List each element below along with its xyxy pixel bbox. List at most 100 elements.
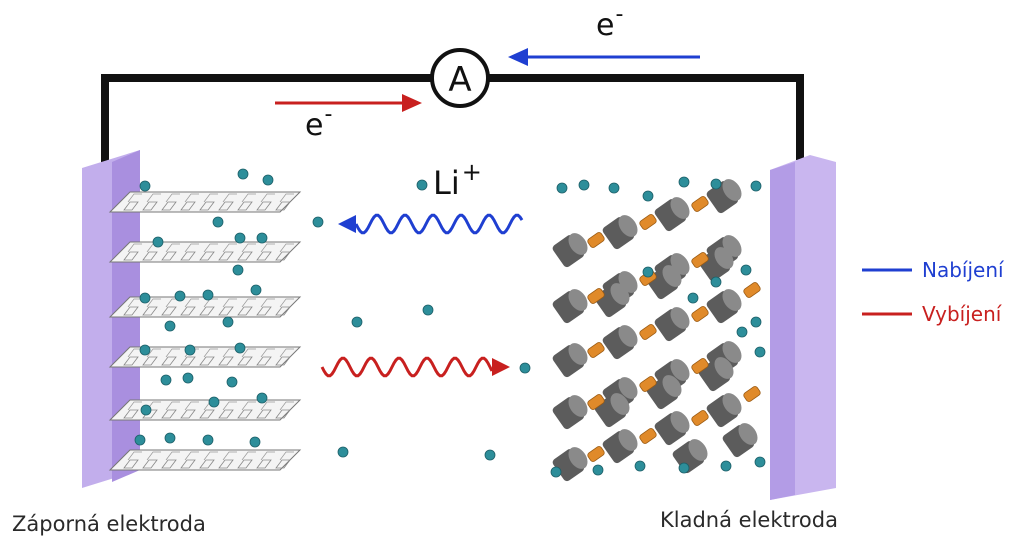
lithium-ion [484, 449, 496, 461]
lithium-ion [750, 180, 762, 192]
graphite-layer [108, 191, 302, 213]
lithium-ion [416, 179, 428, 191]
lithium-ion [139, 344, 151, 356]
lithium-ion-label: Li+ [433, 158, 482, 202]
electron-label-bottom: e- [305, 102, 332, 143]
cathode-bond [587, 288, 605, 304]
lithium-ion [519, 362, 531, 374]
cathode-bond [691, 410, 709, 426]
graphite-layers [108, 191, 302, 471]
discharge-wave-arrow [320, 356, 510, 378]
lithium-ion [678, 176, 690, 188]
lithium-ion [232, 264, 244, 276]
cathode-bond [639, 214, 657, 230]
lithium-ion [720, 460, 732, 472]
lithium-ion [422, 304, 434, 316]
legend-label-charge: Nabíjení [922, 258, 1004, 282]
cathode-bond [691, 358, 709, 374]
graphite-layer [108, 296, 302, 318]
cathode-bond [639, 428, 657, 444]
lithium-ion [710, 178, 722, 190]
lithium-ion [134, 434, 146, 446]
lithium-ion [642, 190, 654, 202]
cathode-bond [587, 394, 605, 410]
cathode-cylinder [672, 439, 708, 474]
ammeter-symbol: A [448, 60, 471, 100]
lithium-ion [608, 182, 620, 194]
cathode-cylinder [552, 289, 588, 324]
cathode-cylinder [722, 423, 758, 458]
lithium-ion [234, 232, 246, 244]
cathode-cylinder [654, 411, 690, 446]
lithium-ion [152, 236, 164, 248]
charge-wave-arrow [338, 213, 524, 235]
negative-electrode-label: Záporná elektroda [12, 512, 206, 536]
lithium-ion [164, 432, 176, 444]
lithium-ion [256, 392, 268, 404]
lithium-ions [134, 168, 766, 478]
lithium-ion [222, 316, 234, 328]
lithium-ion [226, 376, 238, 388]
graphite-layer [108, 346, 302, 368]
circuit-wire [101, 74, 432, 170]
lithium-ion [174, 290, 186, 302]
cathode-bond [743, 386, 761, 402]
lithium-ion [678, 462, 690, 474]
lithium-ion [250, 284, 262, 296]
cathode-bond [639, 376, 657, 392]
electron-label-top: e- [596, 2, 623, 43]
lithium-ion [262, 174, 274, 186]
lithium-ion [202, 289, 214, 301]
lithium-ion [184, 344, 196, 356]
lithium-ion [160, 374, 172, 386]
lithium-ion [237, 168, 249, 180]
positive-electrode-label: Kladná elektroda [660, 508, 838, 532]
cathode-cylinder [552, 395, 588, 430]
lithium-ion [164, 320, 176, 332]
lithium-ion [642, 266, 654, 278]
electron-label-sup-2: - [324, 102, 333, 127]
electron-label-base: e [596, 8, 615, 43]
lithium-ion [212, 216, 224, 228]
lithium-ion [234, 342, 246, 354]
cathode-bond [587, 342, 605, 358]
lithium-ion [754, 346, 766, 358]
graphite-layer [108, 399, 302, 421]
cathode-bond [587, 446, 605, 462]
lithium-ion [208, 396, 220, 408]
electron-label-base-2: e [305, 108, 324, 143]
lithium-ion [139, 292, 151, 304]
lithium-ion [202, 434, 214, 446]
lithium-ion [634, 460, 646, 472]
electron-arrow-discharge [275, 94, 422, 112]
legend-label-discharge: Vybíjení [922, 302, 1002, 326]
cathode-cylinder [602, 429, 638, 464]
lithium-ion [556, 182, 568, 194]
lithium-ion [740, 264, 752, 276]
electron-label-sup: - [615, 2, 624, 27]
lithium-ion [750, 316, 762, 328]
cathode-cylinder [706, 179, 742, 214]
lithium-ion [710, 276, 722, 288]
lithium-ion-base: Li [433, 164, 460, 202]
lithium-ion [754, 456, 766, 468]
cathode-cylinder [602, 325, 638, 360]
lithium-ion [337, 446, 349, 458]
graphite-layer [108, 241, 302, 263]
cathode-bond [691, 306, 709, 322]
cathode-bond [743, 282, 761, 298]
lithium-ion [249, 436, 261, 448]
cathode-cylinder [602, 215, 638, 250]
lithium-ion [550, 466, 562, 478]
circuit-wire-right [488, 74, 804, 160]
lithium-ion [312, 216, 324, 228]
positive-electrode [770, 155, 836, 500]
lithium-ion [139, 180, 151, 192]
lithium-ion-sup: + [461, 158, 482, 186]
cathode-cylinder [654, 197, 690, 232]
cathode-cylinder [706, 289, 742, 324]
ammeter-icon [430, 48, 490, 108]
lithium-ion [256, 232, 268, 244]
